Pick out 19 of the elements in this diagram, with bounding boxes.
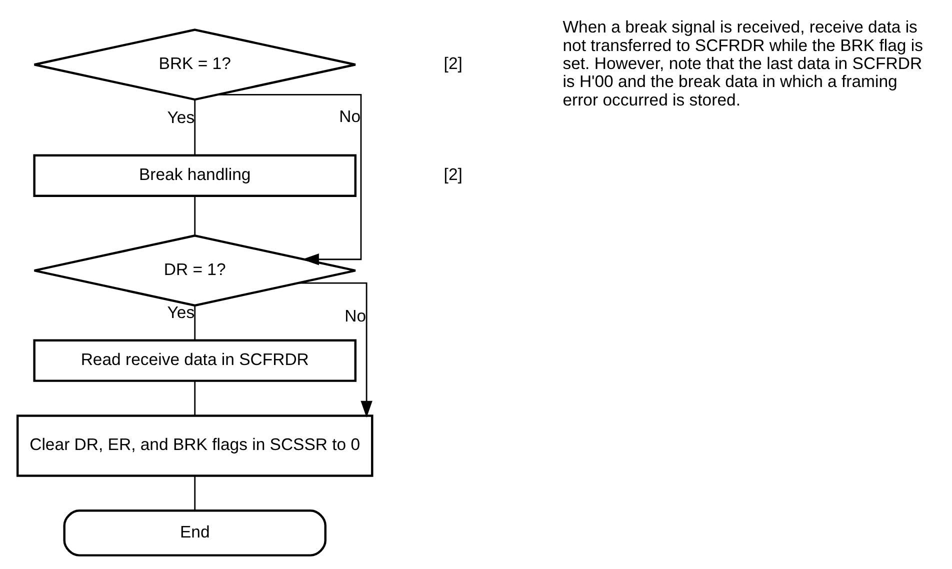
connector <box>194 196 196 236</box>
node-box: End <box>62 510 326 556</box>
connector <box>194 100 196 156</box>
node-diamond: DR = 1? <box>32 234 356 307</box>
edge-label: No <box>338 107 360 126</box>
connector <box>194 381 196 416</box>
arrow <box>217 94 362 266</box>
edge-label: No <box>344 306 366 326</box>
label: [2] <box>443 54 462 73</box>
connector <box>194 476 196 511</box>
label: [2] <box>443 164 462 184</box>
node-box: Read receive data in SCFRDR <box>32 339 356 382</box>
node-box: Clear DR, ER, and BRK flags in SCSSR to 0 <box>16 414 373 477</box>
edge-label: Yes <box>166 108 194 127</box>
arrow <box>297 282 372 418</box>
label: When a break signal is received, receive data is not transferred to SCFRDR while the BRK flag is set. However, note that the last data in SCFRDR is H'00 and the break data in which a framing error occurred is stored. <box>562 18 922 110</box>
node-diamond: BRK = 1? <box>32 28 356 101</box>
node-box: Break handling <box>32 154 356 197</box>
connector <box>194 306 196 340</box>
